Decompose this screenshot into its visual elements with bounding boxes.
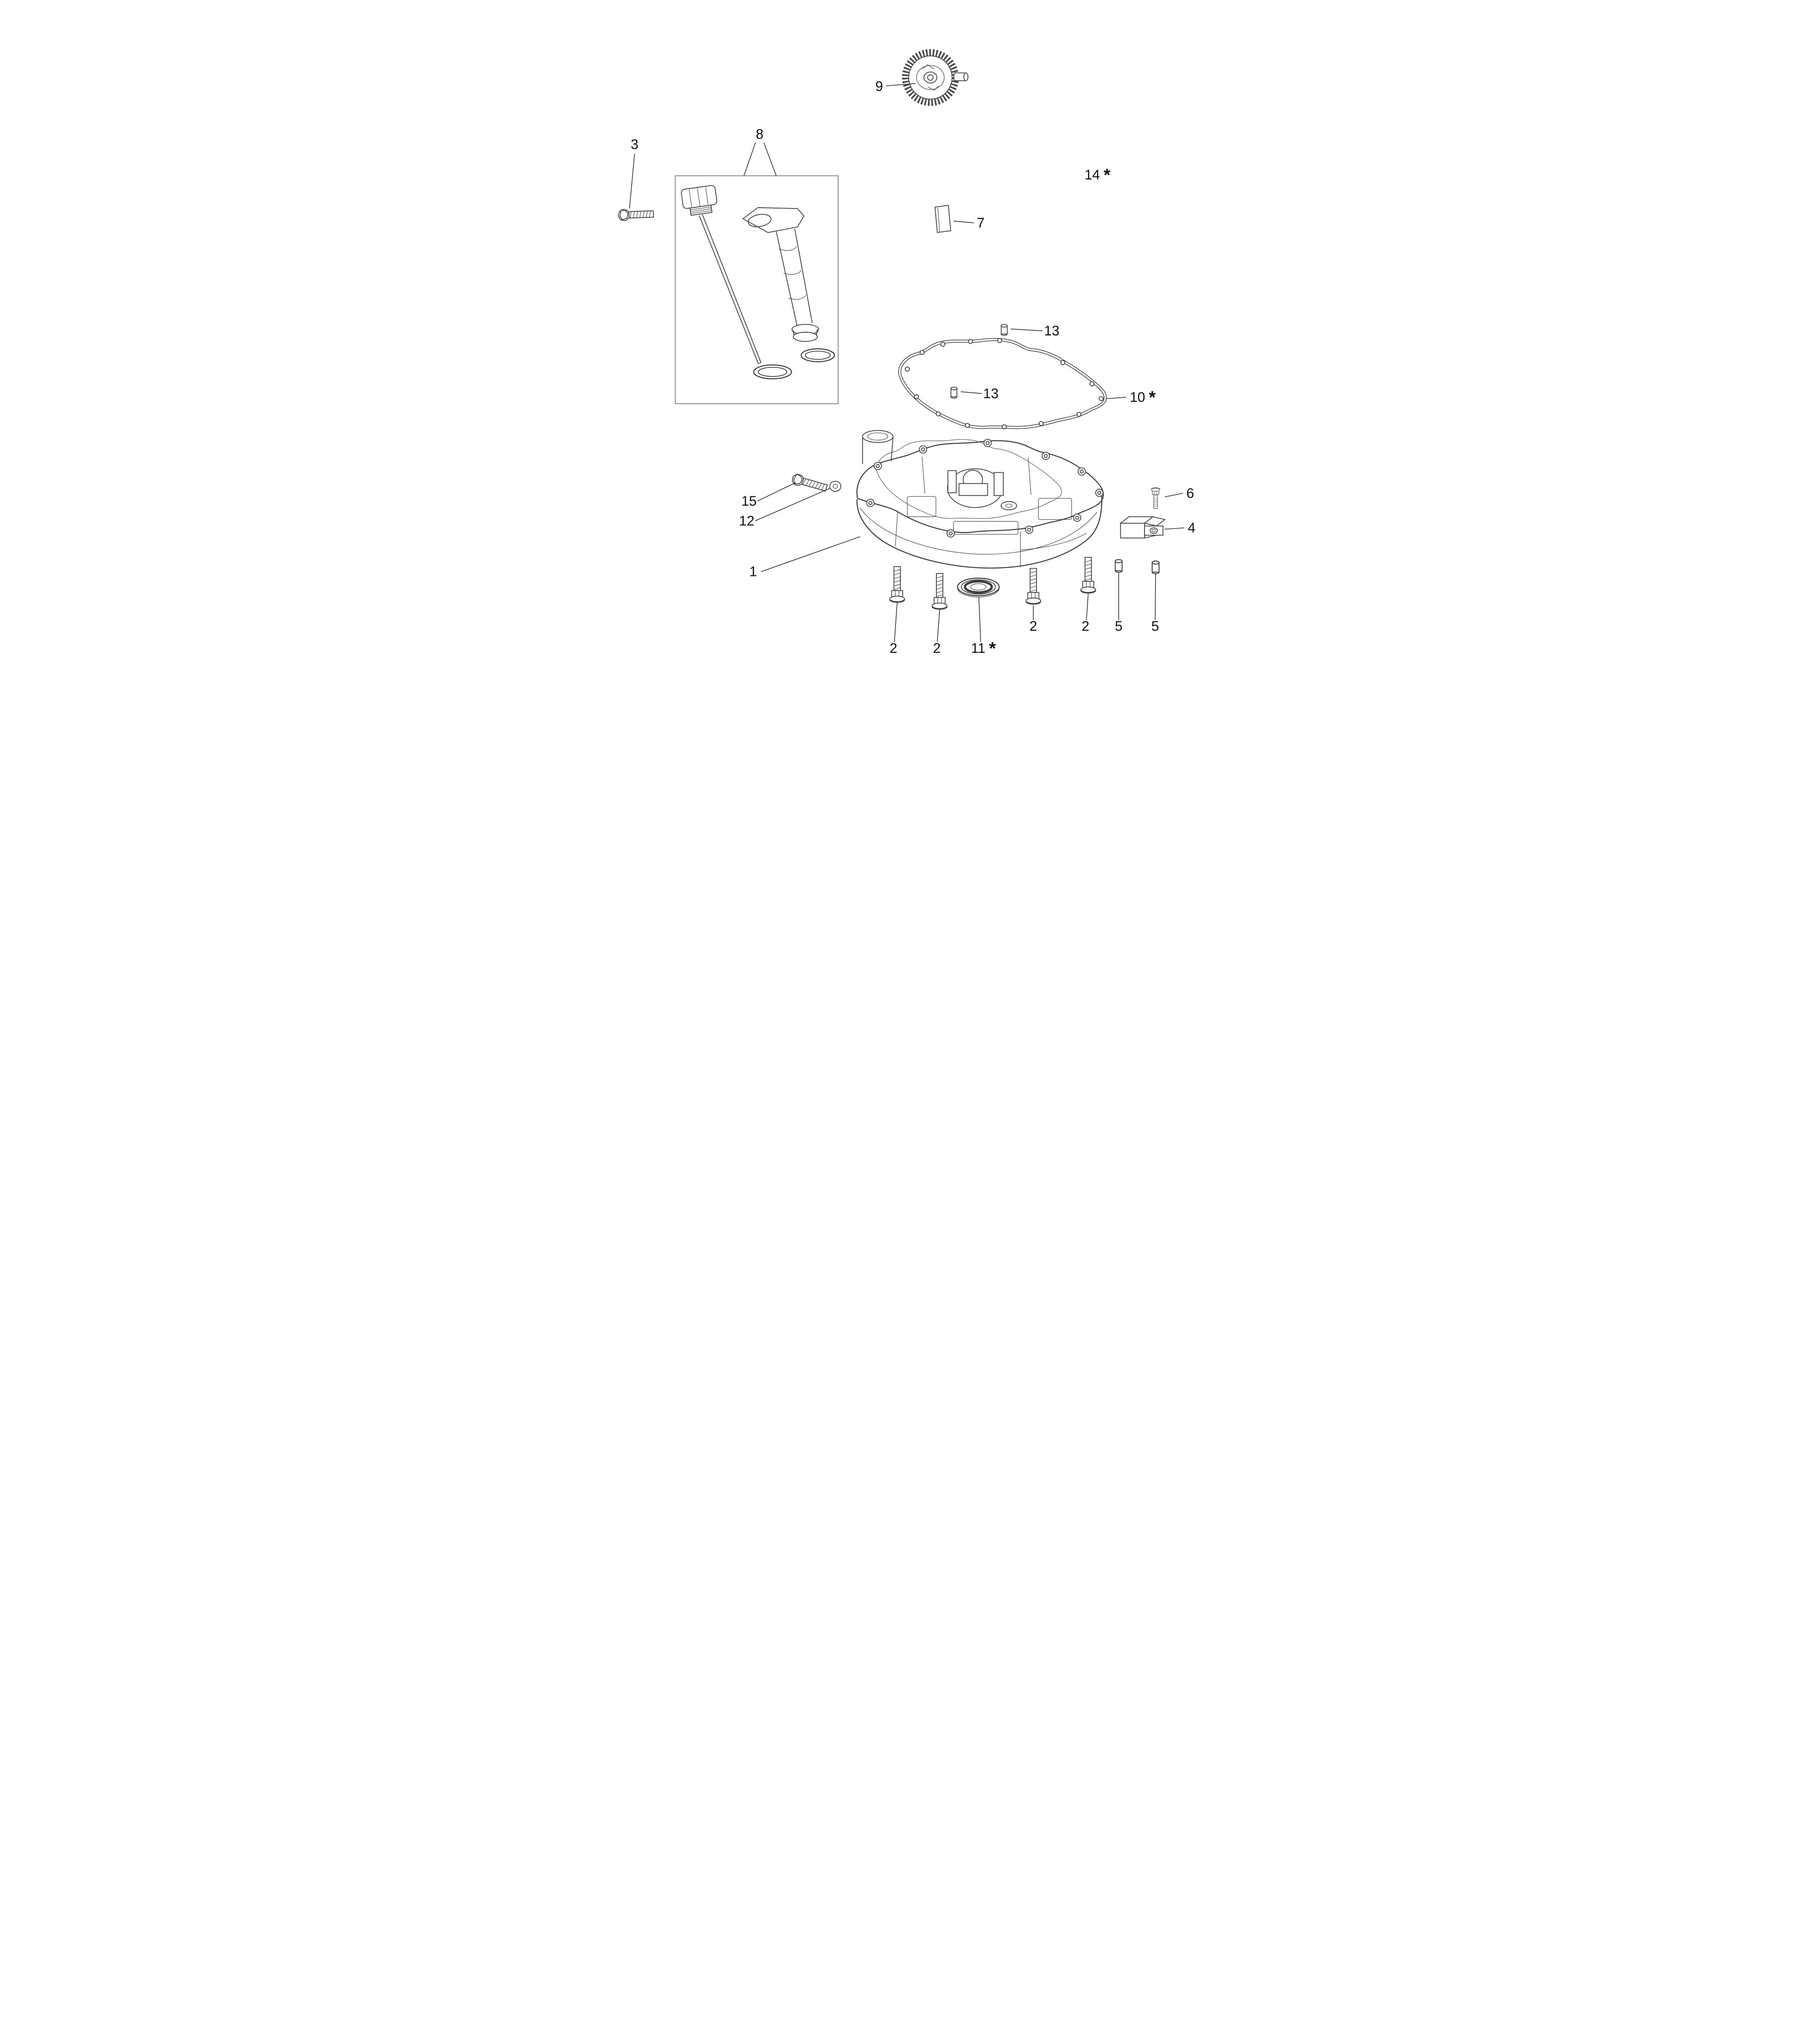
- leader-2b: [936, 609, 940, 642]
- leader-9: [886, 83, 916, 86]
- part-12-washer: [829, 481, 841, 492]
- callout-12: 12: [739, 513, 754, 529]
- dipstick-cap: [680, 185, 717, 209]
- part-4-bracket: [1119, 516, 1166, 539]
- part-7-key: [934, 205, 951, 233]
- part-9-governor-gear: [902, 49, 968, 106]
- part-11-oil-seal: [957, 577, 1000, 598]
- leader-12: [754, 488, 830, 522]
- callout-2b: 2: [933, 641, 940, 656]
- part-10-gasket: [900, 338, 1105, 430]
- leader-11: [978, 597, 981, 642]
- part-13-dowel-pin-b: [950, 386, 957, 399]
- callout-2c: 2: [1029, 619, 1037, 634]
- o-ring-small: [753, 364, 792, 379]
- group-box: [675, 175, 838, 404]
- leader-1: [761, 536, 860, 572]
- part-2-bolt-a: [889, 566, 905, 603]
- callout-8: 8: [756, 127, 763, 142]
- callout-4: 4: [1187, 520, 1195, 536]
- leader-13b: [960, 391, 982, 394]
- leader-lines: [629, 83, 1184, 642]
- callout-3: 3: [631, 137, 638, 152]
- callout-1: 1: [749, 564, 757, 580]
- leader-5b: [1154, 574, 1156, 620]
- part-5-plug-b: [1151, 560, 1160, 574]
- callout-13a: 13: [1044, 323, 1059, 339]
- leader-15: [757, 482, 796, 502]
- dipstick: [680, 185, 761, 364]
- part-15-bolt: [790, 473, 828, 494]
- part-2-bolt-b: [931, 573, 947, 610]
- part-13-dowel-pin-a: [1001, 324, 1008, 336]
- leader-10: [1106, 397, 1126, 399]
- leader-13a: [1010, 328, 1043, 332]
- part-6-bolt: [1151, 487, 1160, 509]
- o-ring-large: [800, 348, 835, 363]
- callout-2d: 2: [1082, 619, 1089, 634]
- callout-11: 11*: [971, 639, 996, 658]
- part-8-dipstick-and-tube: [675, 175, 838, 404]
- callout-5b: 5: [1151, 619, 1159, 634]
- callout-10: 10*: [1129, 388, 1156, 407]
- exploded-parts-figure: 9 3 8 14* 7 13 13 10* 15 12 6 4 1 2 2 11…: [599, 0, 1212, 723]
- callout-9: 9: [875, 78, 883, 94]
- callout-labels: 9 3 8 14* 7 13 13 10* 15 12 6 4 1 2 2 11…: [631, 78, 1195, 658]
- callout-6: 6: [1186, 486, 1194, 501]
- part-5-plug-a: [1114, 559, 1122, 573]
- part-3-bolt: [617, 208, 654, 221]
- callout-14: 14*: [1084, 165, 1111, 185]
- leader-2d: [1086, 594, 1088, 620]
- dipstick-rod: [698, 214, 761, 364]
- callout-5a: 5: [1115, 619, 1122, 634]
- leader-8: [743, 142, 776, 176]
- oil-fill-tube: [742, 207, 819, 342]
- gasket-bolt-holes: [904, 338, 1104, 430]
- leader-4: [1164, 527, 1184, 530]
- diagram-page: 9 3 8 14* 7 13 13 10* 15 12 6 4 1 2 2 11…: [599, 0, 1212, 723]
- leader-2a: [894, 602, 898, 642]
- part-2-bolt-d: [1080, 557, 1096, 594]
- leader-6: [1165, 493, 1183, 498]
- part-2-bolt-c: [1025, 568, 1041, 605]
- leader-3: [629, 153, 635, 209]
- callout-15: 15: [741, 493, 756, 509]
- callout-13b: 13: [983, 386, 999, 401]
- part-1-crankcase-cover: [856, 430, 1104, 569]
- callout-7: 7: [976, 215, 984, 231]
- callout-2a: 2: [889, 641, 897, 656]
- leader-7: [953, 220, 974, 223]
